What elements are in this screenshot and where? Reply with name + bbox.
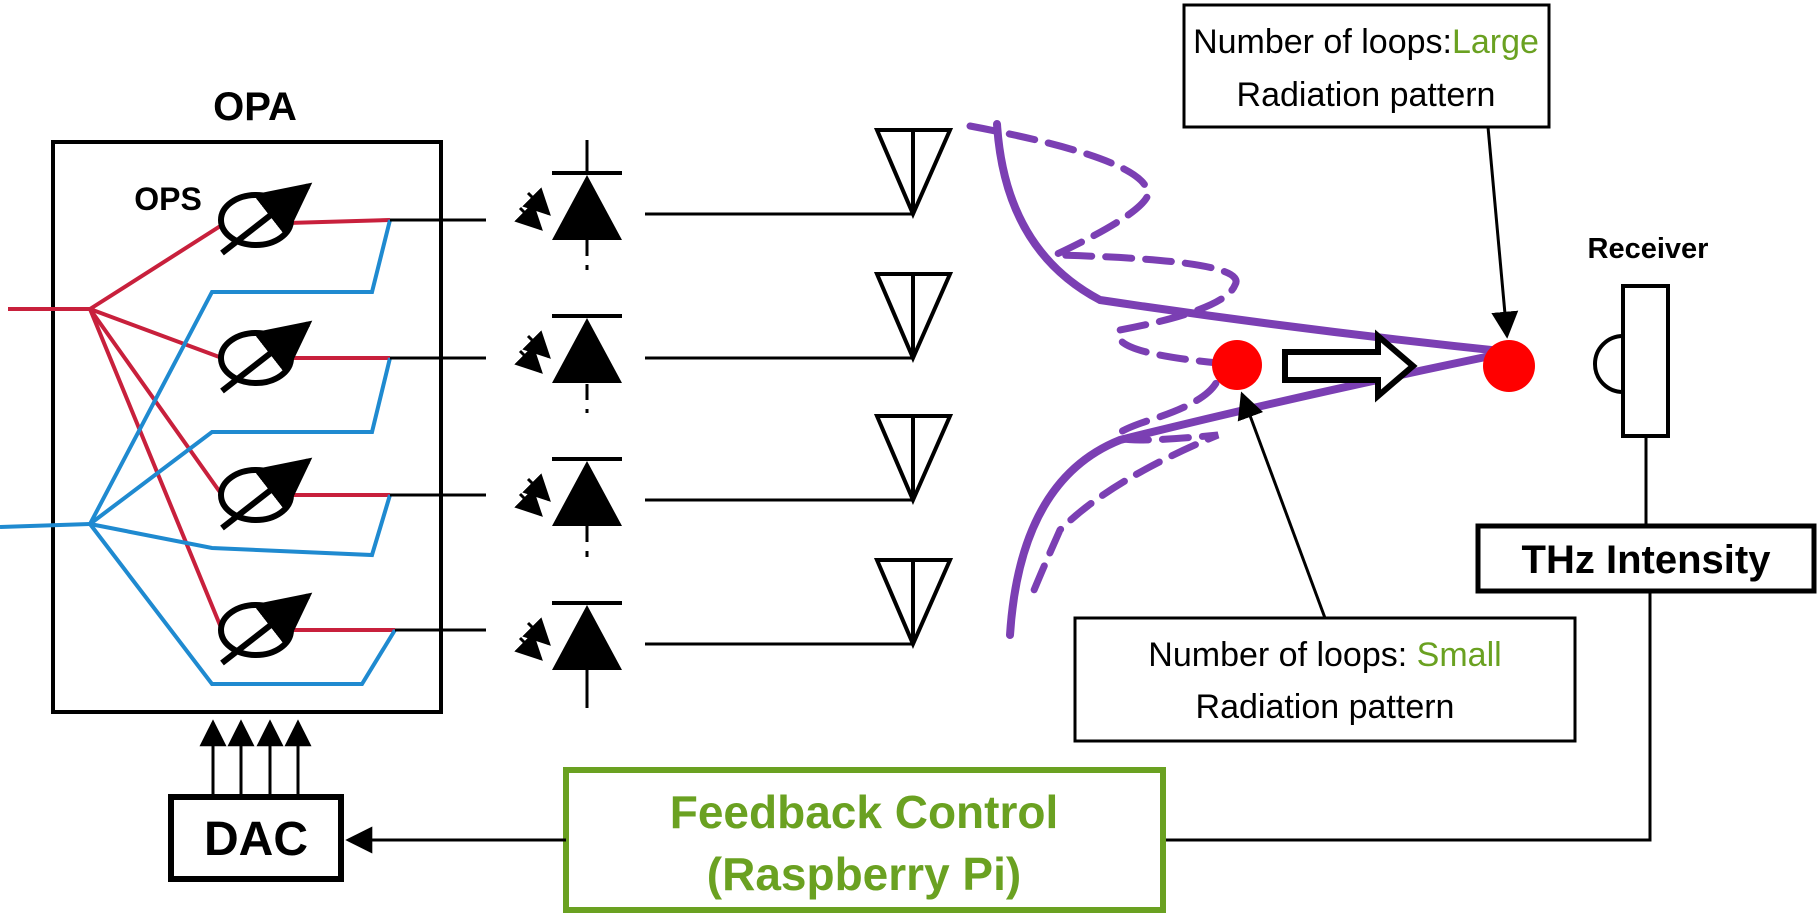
phase-shifter-icon: [218, 592, 313, 666]
callout-large-prefix: Number of loops:: [1193, 23, 1452, 61]
callout-large-value: Large: [1452, 23, 1539, 61]
blue-input-waveguide: [0, 522, 91, 529]
feedback-control-line2: (Raspberry Pi): [707, 848, 1021, 900]
thz-intensity-box: [1475, 523, 1817, 594]
ops-label: OPS: [134, 181, 202, 217]
callout-large-line1: Number of loops:Large: [1193, 23, 1539, 61]
phase-shifter-icon: [218, 182, 313, 256]
hollow-arrow-icon: [1282, 329, 1418, 403]
beam-peak-large-dot: [1483, 340, 1535, 392]
antenna-feed-lines: [645, 212, 913, 646]
blue-waveguide-tree: [88, 219, 397, 686]
antenna-icon: [873, 414, 954, 506]
red-waveguide-tree: [88, 218, 395, 632]
photodiode-icon: [514, 314, 622, 383]
detector-icon: [1593, 284, 1670, 438]
feedback-control-line1: Feedback Control: [670, 786, 1059, 838]
callout-small-line2: Radiation pattern: [1196, 688, 1455, 726]
callout-large-line2: Radiation pattern: [1237, 76, 1496, 114]
callout-small-box: [1073, 616, 1577, 743]
callout-large-box: [1182, 3, 1551, 129]
callout-small-value: Small: [1417, 636, 1502, 674]
antenna-icon: [873, 558, 954, 650]
dac-label: DAC: [204, 813, 308, 866]
beam-peak-small-dot: [1212, 340, 1262, 390]
photodiode-icon: [514, 457, 622, 526]
dac-control-arrows: [199, 719, 312, 797]
callout-small-line1: Number of loops: Small: [1148, 636, 1501, 674]
intensity-to-feedback-line: [1163, 591, 1652, 842]
opa-output-lines: [390, 218, 486, 632]
phase-shifter-icon: [218, 457, 313, 531]
opa-box: [51, 140, 443, 714]
photodiode-icon: [514, 171, 622, 240]
feedback-control-box: [563, 767, 1166, 913]
opa-title: OPA: [213, 85, 297, 129]
antenna-icon: [873, 128, 954, 220]
dac-box: [168, 794, 344, 882]
phase-shifter-icon: [218, 320, 313, 394]
thz-intensity-label: THz Intensity: [1522, 538, 1772, 582]
antenna-icon: [873, 272, 954, 364]
callout-large-pointer: [1486, 126, 1519, 339]
radiation-pattern-small: [966, 122, 1240, 604]
receiver-label: Receiver: [1588, 233, 1709, 265]
callout-small-prefix: Number of loops:: [1148, 636, 1416, 674]
photodiode-icon: [514, 601, 622, 670]
callout-small-pointer: [1237, 391, 1327, 619]
